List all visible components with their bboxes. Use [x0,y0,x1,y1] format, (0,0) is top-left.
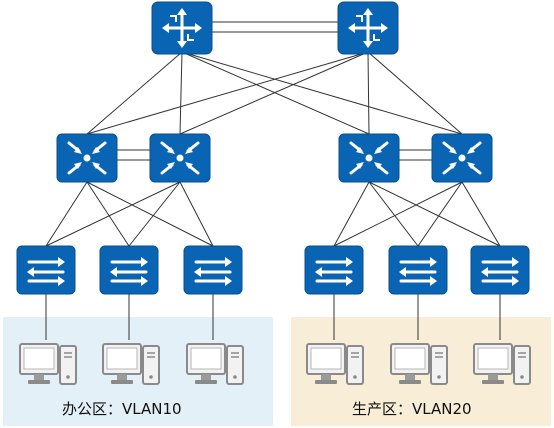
core-router-left [150,0,214,56]
access-switch-icon [182,244,244,296]
office-zone-label: 办公区：VLAN10 [62,400,182,418]
router-icon [336,0,400,56]
access-switch-icon [15,244,77,296]
access-switch-icon [469,244,531,296]
access-switch-icon [98,244,160,296]
layer3-switch-icon [148,132,212,184]
core-router-right [336,0,400,56]
network-links [45,21,501,340]
router-icon [150,0,214,56]
access-switch-icon [387,244,449,296]
layer3-switch-icon [55,132,119,184]
production-zone-label: 生产区：VLAN20 [352,400,472,418]
layer3-switch-icon [337,132,401,184]
layer3-switch-icon [430,132,494,184]
access-switch-icon [303,244,365,296]
